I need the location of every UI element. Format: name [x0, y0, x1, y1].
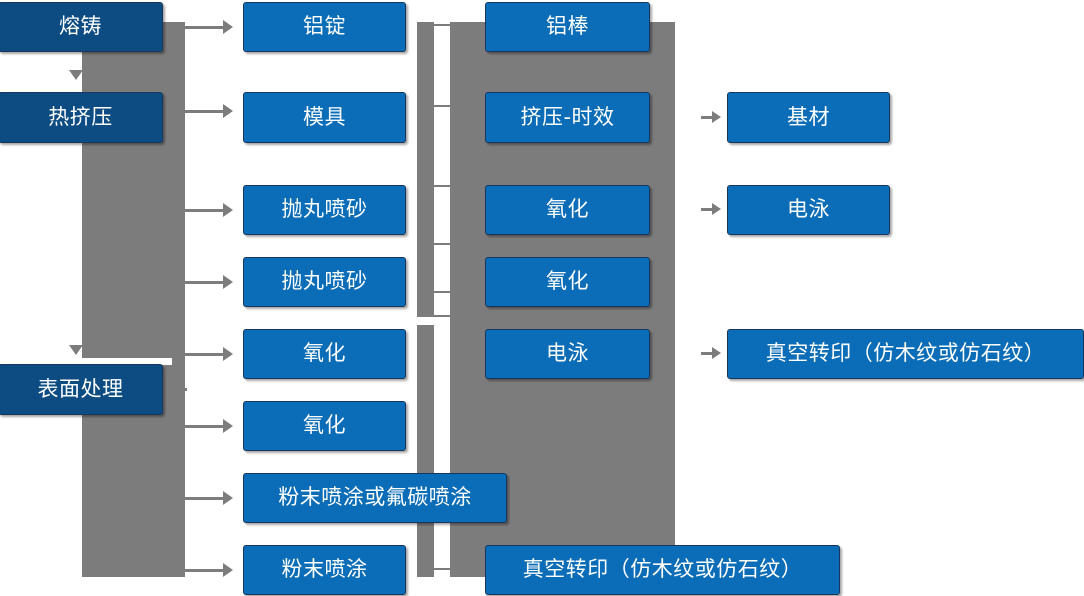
arrow-down-melting-to-extrusion: [69, 70, 83, 80]
stub-input-3: [185, 209, 225, 212]
stage-surface-treatment-box[interactable]: 表面处理: [0, 364, 163, 415]
input-powder-coating-box[interactable]: 粉末喷涂: [243, 545, 406, 595]
stub-input-4: [185, 281, 225, 284]
connector-bar-input-collect-lower: [417, 325, 434, 577]
stub-input-7: [185, 497, 225, 500]
arrow-line-to-base-material: [701, 116, 713, 119]
arrow-head-to-base-material: [712, 111, 721, 123]
rung-process-7: [434, 568, 454, 570]
input-powder-or-fluorocarbon-coating-label: 粉末喷涂或氟碳喷涂: [278, 485, 472, 510]
rung-process-4: [434, 243, 454, 245]
input-powder-or-fluorocarbon-coating-box[interactable]: 粉末喷涂或氟碳喷涂: [243, 473, 507, 523]
stage-surface-treatment-label: 表面处理: [37, 376, 124, 401]
input-mould-label: 模具: [303, 104, 346, 129]
output-electrophoresis-label: 电泳: [787, 197, 830, 222]
arrow-to-input-aluminum-ingot: [223, 20, 233, 34]
stub-input-8: [185, 569, 225, 572]
process-vacuum-transfer-print-label: 真空转印（仿木纹或仿石纹）: [522, 557, 803, 582]
process-oxidation-1-box[interactable]: 氧化: [485, 185, 650, 235]
process-oxidation-1-label: 氧化: [546, 197, 589, 222]
arrow-to-input-oxidation-1: [223, 347, 233, 361]
arrow-to-input-powder-coating: [223, 563, 233, 577]
stage-hot-extrusion-label: 热挤压: [48, 104, 113, 129]
connector-stub-surface-treatment: [163, 388, 187, 391]
output-vacuum-transfer-print-label: 真空转印（仿木纹或仿石纹）: [765, 341, 1046, 366]
connector-notch: [82, 358, 172, 365]
arrow-line-to-vacuum-transfer-print: [701, 352, 713, 355]
process-electrophoresis-label: 电泳: [546, 341, 589, 366]
arrow-head-to-vacuum-transfer-print: [712, 347, 721, 359]
arrow-head-to-electrophoresis: [712, 203, 721, 215]
process-extrusion-aging-box[interactable]: 挤压-时效: [485, 92, 650, 143]
input-oxidation-1-box[interactable]: 氧化: [243, 329, 406, 379]
rung-process-1: [434, 24, 454, 26]
output-base-material-box[interactable]: 基材: [727, 92, 890, 143]
stage-melting-casting-label: 熔铸: [59, 14, 102, 39]
arrow-to-input-shot-blasting-1: [223, 203, 233, 217]
input-shot-blasting-2-label: 抛丸喷砂: [281, 269, 368, 294]
process-electrophoresis-box[interactable]: 电泳: [485, 329, 650, 379]
process-oxidation-2-label: 氧化: [546, 269, 589, 294]
input-oxidation-2-box[interactable]: 氧化: [243, 401, 406, 451]
input-oxidation-2-label: 氧化: [303, 413, 346, 438]
process-aluminum-bar-label: 铝棒: [546, 14, 589, 39]
process-oxidation-2-box[interactable]: 氧化: [485, 257, 650, 307]
process-vacuum-transfer-print-box[interactable]: 真空转印（仿木纹或仿石纹）: [485, 545, 840, 595]
connector-bar-input-collect: [417, 22, 434, 317]
rung-process-3: [434, 185, 454, 187]
stub-input-2: [185, 110, 225, 113]
output-base-material-label: 基材: [787, 104, 830, 129]
input-aluminum-ingot-box[interactable]: 铝锭: [243, 2, 406, 52]
input-powder-coating-label: 粉末喷涂: [281, 557, 368, 582]
input-oxidation-1-label: 氧化: [303, 341, 346, 366]
rung-process-5: [434, 291, 454, 293]
stub-input-6: [185, 425, 225, 428]
arrow-to-input-mould: [223, 104, 233, 118]
output-vacuum-transfer-print-box[interactable]: 真空转印（仿木纹或仿石纹）: [727, 329, 1084, 379]
arrow-to-input-shot-blasting-2: [223, 275, 233, 289]
stub-input-1: [185, 26, 225, 29]
stub-input-5: [185, 353, 225, 356]
arrow-to-input-oxidation-2: [223, 419, 233, 433]
process-extrusion-aging-label: 挤压-时效: [520, 104, 615, 129]
arrow-line-to-electrophoresis: [701, 208, 713, 211]
stage-hot-extrusion-box[interactable]: 热挤压: [0, 92, 163, 143]
arrow-down-extrusion-to-surface: [69, 345, 83, 355]
input-mould-box[interactable]: 模具: [243, 92, 406, 143]
input-shot-blasting-1-box[interactable]: 抛丸喷砂: [243, 185, 406, 235]
input-shot-blasting-1-label: 抛丸喷砂: [281, 197, 368, 222]
input-aluminum-ingot-label: 铝锭: [303, 14, 346, 39]
stage-melting-casting-box[interactable]: 熔铸: [0, 2, 163, 52]
process-aluminum-bar-box[interactable]: 铝棒: [485, 2, 650, 52]
input-shot-blasting-2-box[interactable]: 抛丸喷砂: [243, 257, 406, 307]
output-electrophoresis-box[interactable]: 电泳: [727, 185, 890, 235]
rung-process-2: [434, 105, 454, 107]
arrow-to-input-powder-or-fluorocarbon: [223, 491, 233, 505]
rung-process-6: [434, 315, 454, 317]
